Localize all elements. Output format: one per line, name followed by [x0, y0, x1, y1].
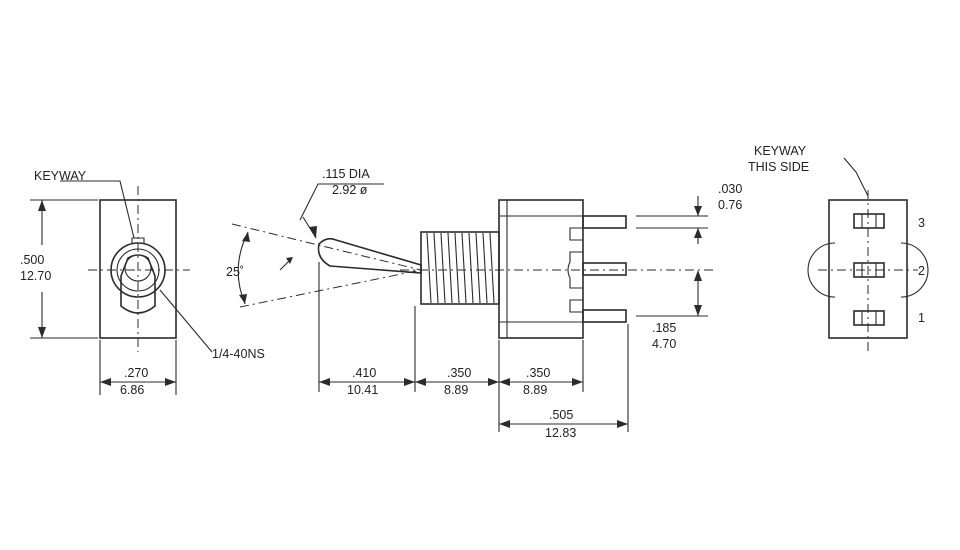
lever-alt-position	[239, 269, 422, 308]
bushing-arrow-left	[415, 378, 426, 386]
pin-number-1: 1	[918, 311, 925, 325]
body-arrow-right	[572, 378, 583, 386]
pin-thick-mm: 0.76	[718, 198, 742, 212]
thread-line	[440, 232, 446, 304]
pin-pitch-mm: 4.70	[652, 337, 676, 351]
bushing-threads	[426, 232, 495, 304]
overall-dim-mm: 12.83	[545, 426, 576, 440]
overall-arrow-left	[499, 420, 510, 428]
pin-pitch-arrow-top	[694, 270, 702, 281]
height-arrow-top	[38, 200, 46, 211]
pin-1-pad	[853, 310, 885, 326]
width-dim-mm: 6.86	[120, 383, 144, 397]
lever-arrow-right	[404, 378, 415, 386]
side-view: 25˚ .115 DIA 2.92 ø .030 0.76	[226, 167, 742, 440]
width-arrow-left	[100, 378, 111, 386]
height-dim-in: .500	[20, 253, 44, 267]
front-view: KEYWAY 1/4-40NS .500 12.70 .270 6.86	[20, 169, 265, 397]
keyway-leader	[60, 180, 135, 239]
thread-line	[461, 232, 467, 304]
pin-number-2: 2	[918, 264, 925, 278]
bushing-dim-mm: 8.89	[444, 383, 468, 397]
bushing-dim-in: .350	[447, 366, 471, 380]
body-arrow-left	[499, 378, 510, 386]
angle-label: 25˚	[226, 265, 244, 279]
switch-body	[498, 199, 584, 339]
bottom-recess-right	[900, 242, 929, 298]
pin-thick-arrow-top	[694, 206, 702, 216]
lever-arrow-left	[319, 378, 330, 386]
pin-3-side	[582, 215, 627, 229]
body-dim-in: .350	[526, 366, 550, 380]
bottom-view: KEYWAY THIS SIDE 3 2 1	[748, 144, 929, 352]
thread-line	[482, 232, 488, 304]
pin-thick-in: .030	[718, 182, 742, 196]
thread-line	[454, 232, 460, 304]
pin-1-side	[582, 309, 627, 323]
overall-arrow-right	[617, 420, 628, 428]
body-terminal-slots	[567, 227, 583, 313]
thread-line	[489, 232, 495, 304]
pin-number-3: 3	[918, 216, 925, 230]
width-arrow-right	[165, 378, 176, 386]
pin-thick-arrow-bottom	[694, 228, 702, 238]
dia-arrow-bottom	[286, 257, 293, 264]
dia-label-in: .115 DIA	[322, 167, 370, 181]
pin-pitch-in: .185	[652, 321, 676, 335]
keyway-label-left: KEYWAY	[34, 169, 87, 183]
overall-dim-in: .505	[549, 408, 573, 422]
height-dim-mm: 12.70	[20, 269, 51, 283]
dia-leader-top	[299, 183, 384, 221]
angle-arrow-top	[242, 232, 250, 242]
thread-line	[475, 232, 481, 304]
body-dim-mm: 8.89	[523, 383, 547, 397]
threaded-bushing	[420, 231, 500, 305]
keyway-right-leader	[843, 157, 869, 197]
height-arrow-bottom	[38, 327, 46, 338]
lever-front-shape	[120, 254, 156, 314]
lever-dim-in: .410	[352, 366, 376, 380]
keyway-label-right-2: THIS SIDE	[748, 160, 809, 174]
thread-label: 1/4-40NS	[212, 347, 265, 361]
keyway-label-right-1: KEYWAY	[754, 144, 807, 158]
lever-side-shape	[317, 237, 422, 274]
dia-label-mm: 2.92 ø	[332, 183, 368, 197]
thread-line	[426, 232, 432, 304]
pin-2-side	[582, 262, 627, 276]
thread-line	[447, 232, 453, 304]
pin-pitch-arrow-bottom	[694, 305, 702, 316]
bushing-arrow-right	[488, 378, 499, 386]
angle-arrow-bottom	[239, 294, 247, 304]
lever-centerline	[231, 223, 422, 271]
dia-arrow-shaft	[302, 216, 317, 239]
thread-leader	[159, 289, 213, 353]
lever-dim-mm: 10.41	[347, 383, 378, 397]
thread-line	[468, 232, 474, 304]
bottom-recess-left	[807, 242, 836, 298]
width-dim-in: .270	[124, 366, 148, 380]
thread-line	[433, 232, 439, 304]
pin-3-pad	[853, 213, 885, 229]
